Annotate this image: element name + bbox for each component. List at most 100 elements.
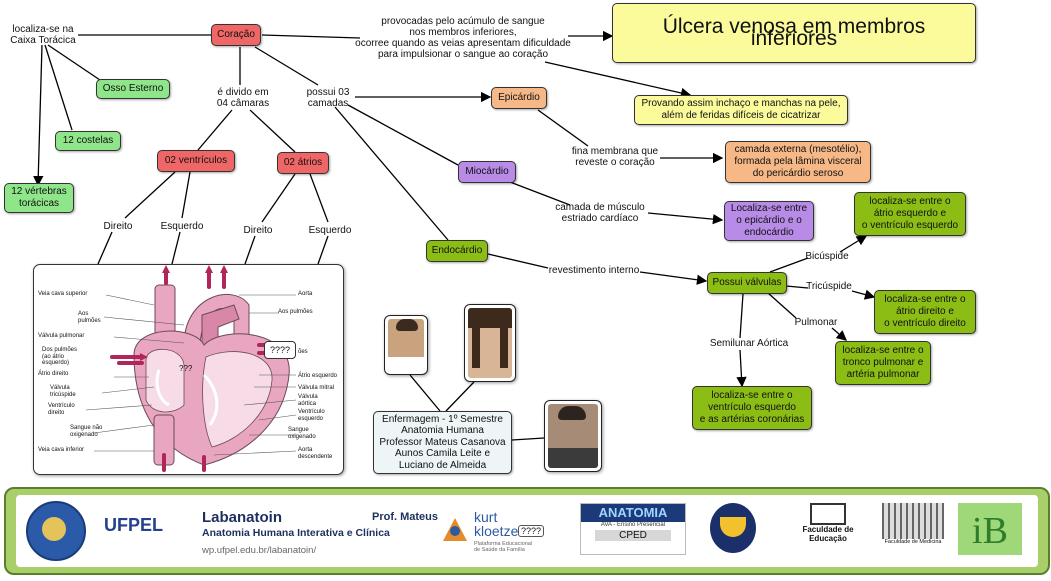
svg-text:iB: iB <box>972 510 1008 552</box>
label-direito-2: Direito <box>243 225 273 236</box>
link-endocardio-revest <box>487 253 549 269</box>
labanatoin-logo-prof: Prof. Mateus <box>372 511 439 523</box>
link-valvulas-semilunar <box>739 293 744 339</box>
node-loc-bicuspide[interactable]: localiza-se entre o átrio esquerdo e o v… <box>854 192 966 236</box>
footer-banner: UFPEL Labanatoin Prof. Mateus Anatomia H… <box>4 487 1050 575</box>
link-musculo-localiza <box>647 212 724 225</box>
node-loc-pulmonar[interactable]: localiza-se entre o tronco pulmonar e ar… <box>835 341 931 385</box>
photo-student-1 <box>384 315 428 375</box>
link-coracao-possui <box>254 46 319 86</box>
label-direito-1: Direito <box>103 221 133 232</box>
label-tricuspide: Tricúspide <box>806 281 852 292</box>
node-coracao[interactable]: Coração <box>211 24 261 46</box>
label-veia-cava-sup: Veia cava superior <box>38 291 88 297</box>
node-camada-externa[interactable]: camada externa (mesotélio), formada pela… <box>725 141 871 183</box>
ufpel-logo: UFPEL <box>104 515 164 535</box>
node-loc-tricuspide[interactable]: localiza-se entre o átrio direito e o ve… <box>874 290 976 334</box>
link-revest-valvulas <box>639 271 708 285</box>
label-dos-pulmoes: Dos pulmões (ao átrio esquerdo) <box>42 347 78 366</box>
node-endocardio[interactable]: Endocárdio <box>426 240 488 262</box>
node-ventriculos[interactable]: 02 ventrículos <box>157 150 235 172</box>
faculdade-educacao-logo: Faculdade de Educação <box>798 503 858 553</box>
link-ventriculos-esquerdo <box>181 171 191 219</box>
link-coracao-provocadas <box>261 34 361 39</box>
label-ventriculo-direito: Ventrículo direito <box>48 403 75 416</box>
link-enf-foto1 <box>409 374 441 412</box>
link-possui-endocardio <box>334 106 449 241</box>
link-possui-miocardio <box>347 104 459 166</box>
node-vertebras[interactable]: 12 vértebras torácicas <box>4 183 74 213</box>
label-aos-pulmoes-r: Aos pulmões <box>278 309 313 315</box>
node-costelas[interactable]: 12 costelas <box>55 131 121 151</box>
label-oes: ões <box>298 349 308 355</box>
label-atrio-esquerdo: Átrio esquerdo <box>298 373 338 379</box>
kurt-logo-2: kloetzel <box>474 523 522 539</box>
link-semilunar-loc <box>736 349 747 388</box>
kurt-kloetzel-icon <box>442 517 468 543</box>
node-possui-valvulas[interactable]: Possui válvulas <box>707 272 787 294</box>
node-enfermagem[interactable]: Enfermagem - 1º Semestre Anatomia Humana… <box>373 411 512 474</box>
heart-bubble-small: ??? <box>179 364 193 373</box>
label-pulmonar: Pulmonar <box>794 317 838 328</box>
link-atrios-esquerdo <box>309 173 329 223</box>
heart-bubble: ???? <box>264 341 296 359</box>
label-dividido: é divido em 04 câmaras <box>216 87 270 109</box>
heart-diagram-image: Veia cava superior Aos pulmões Válvula p… <box>33 264 344 475</box>
label-localiza-caixa: localiza-se na Caixa Torácica <box>10 24 76 46</box>
page-title: Úlcera venosa em membros inferiores <box>612 3 976 63</box>
label-camada-musculo: camada de músculo estriado cardíaco <box>555 202 645 224</box>
link-bicuspide-loc <box>839 235 868 253</box>
node-localiza-epicardio[interactable]: Localiza-se entre o epicárdio e o endocá… <box>724 201 814 241</box>
ufpel-seal-logo <box>26 501 86 561</box>
anatomia-logo: ANATOMIA AVA - Ensino Presencial CPED <box>580 503 686 555</box>
faculdade-medicina-logo: Faculdade de Medicina <box>878 503 948 553</box>
label-semilunar: Semilunar Aórtica <box>709 338 789 349</box>
kurt-logo-1: kurt <box>474 509 498 525</box>
node-epicardio[interactable]: Epicárdio <box>491 87 547 109</box>
link-direito1-img <box>97 231 113 265</box>
link-valvulas-pulmonar <box>767 292 797 319</box>
link-atrios-direito <box>261 173 296 223</box>
label-ventriculo-esquerdo: Ventrículo esquerdo <box>298 409 325 422</box>
link-tricuspide-loc <box>851 289 876 300</box>
link-localiza-costelas <box>44 44 73 131</box>
link-esquerdo1-img <box>171 231 181 265</box>
node-provando[interactable]: Provando assim inchaço e manchas na pele… <box>634 95 848 125</box>
node-miocardio[interactable]: Miocárdio <box>458 161 516 183</box>
ib-logo: iB <box>958 503 1022 555</box>
link-dividido-ventriculos <box>197 109 233 151</box>
label-esquerdo-1: Esquerdo <box>160 221 204 232</box>
label-valvula-mitral: Válvula mitral <box>298 385 335 391</box>
link-direito2-img <box>244 235 256 265</box>
node-loc-semilunar[interactable]: localiza-se entre o ventrículo esquerdo … <box>692 386 812 430</box>
label-esquerdo-2: Esquerdo <box>308 225 352 236</box>
label-sangue-oxigenado: Sangue oxigenado <box>288 427 316 440</box>
label-provocadas: provocadas pelo acúmulo de sangue nos me… <box>355 16 571 60</box>
label-aorta-descendente: Aorta descendente <box>298 447 333 460</box>
link-localiza-esterno <box>47 44 101 81</box>
label-aorta: Aorta <box>298 291 313 297</box>
kurt-sub: Plataforma Educacional de Saúde da Famíl… <box>474 541 533 553</box>
link-ventriculos-direito <box>124 171 176 219</box>
kurt-bubble: ???? <box>518 525 545 537</box>
photo-professor <box>544 400 602 472</box>
label-valvula-aortica: Válvula aórtica <box>298 394 318 407</box>
node-osso-esterno[interactable]: Osso Esterno <box>96 79 170 99</box>
link-esquerdo2-img <box>317 235 329 265</box>
avatar <box>388 319 424 371</box>
label-fina-membrana: fina membrana que reveste o coração <box>571 146 659 168</box>
link-localiza-vertebras <box>33 44 44 187</box>
heart-illustration <box>85 265 297 472</box>
avatar <box>548 404 598 468</box>
link-enf-foto2 <box>445 381 475 412</box>
avatar <box>468 308 512 378</box>
link-pulmonar-loc <box>831 327 847 341</box>
footer-logos: UFPEL Labanatoin Prof. Mateus Anatomia H… <box>16 495 1038 567</box>
label-veia-cava-inf: Veia cava inferior <box>38 447 85 453</box>
node-atrios[interactable]: 02 átrios <box>277 152 329 174</box>
labanatoin-url: wp.ufpel.edu.br/labanatoin/ <box>202 545 317 556</box>
label-valvula-pulmonar: Válvula pulmonar <box>38 333 85 339</box>
link-epicardio-fina <box>537 109 589 147</box>
label-bicuspide: Bicúspide <box>805 251 849 262</box>
photo-student-2 <box>464 304 516 382</box>
